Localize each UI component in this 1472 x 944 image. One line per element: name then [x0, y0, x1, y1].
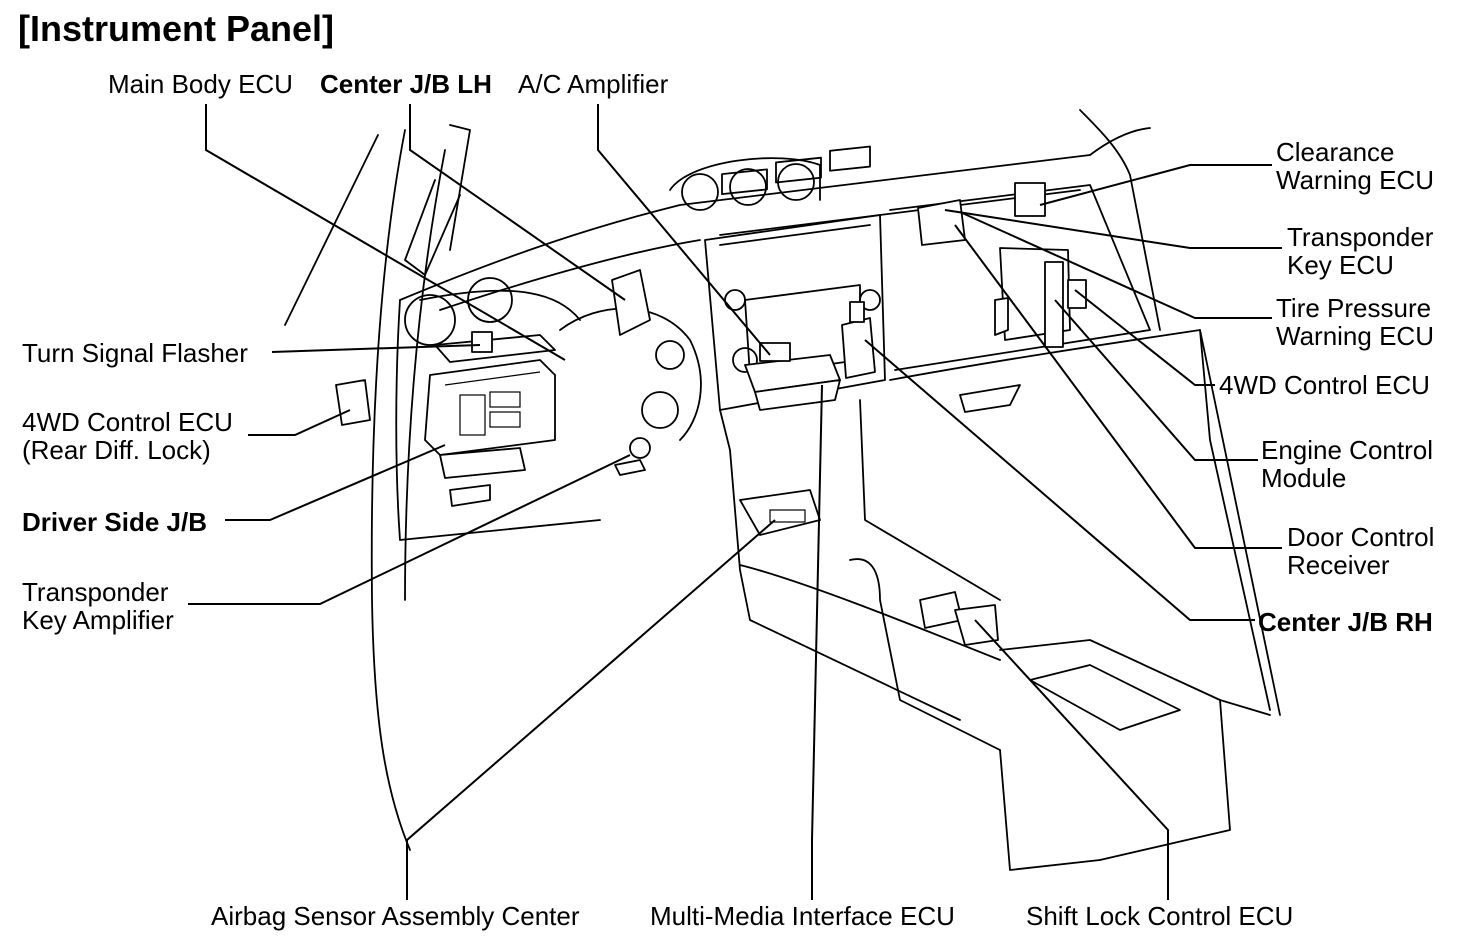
- label-transponder-amp-line1: Transponder: [22, 577, 169, 607]
- label-door-control-line1: Door Control: [1287, 522, 1435, 552]
- leader-4wd-rear: [248, 409, 351, 436]
- label-turn-signal-flasher: Turn Signal Flasher: [22, 338, 248, 368]
- label-transponder-ecu-line2: Key ECU: [1287, 250, 1394, 280]
- label-center-jb-lh: Center J/B LH: [320, 69, 492, 99]
- label-driver-side-jb: Driver Side J/B: [22, 507, 207, 537]
- leader-transponder-amp: [188, 454, 631, 605]
- label-clearance-line2: Warning ECU: [1276, 165, 1434, 195]
- label-door-control-line2: Receiver: [1287, 550, 1390, 580]
- leader-tire-pressure: [959, 211, 1272, 319]
- leader-multimedia: [811, 384, 823, 900]
- leader-main-body-ecu: [205, 104, 566, 361]
- label-transponder-ecu-line1: Transponder: [1287, 222, 1434, 252]
- page-title: [Instrument Panel]: [18, 8, 335, 49]
- leader-shift-lock: [974, 619, 1169, 900]
- leader-transponder-ecu: [944, 209, 1282, 249]
- label-multimedia-ecu: Multi-Media Interface ECU: [650, 901, 955, 931]
- label-tire-pressure-line1: Tire Pressure: [1276, 293, 1432, 323]
- label-transponder-amp-line2: Key Amplifier: [22, 605, 174, 635]
- label-engine-control-line2: Module: [1261, 463, 1347, 493]
- label-engine-control-line1: Engine Control: [1261, 435, 1433, 465]
- leader-driver-side-jb: [225, 444, 446, 521]
- leader-4wd-ecu: [1074, 289, 1215, 386]
- label-clearance-line1: Clearance: [1276, 137, 1395, 167]
- label-center-jb-rh: Center J/B RH: [1258, 607, 1433, 637]
- label-main-body-ecu: Main Body ECU: [108, 69, 293, 99]
- leader-ac-amplifier: [597, 104, 771, 356]
- label-ac-amplifier: A/C Amplifier: [518, 69, 669, 99]
- label-tire-pressure-line2: Warning ECU: [1276, 321, 1434, 351]
- label-4wd-rear-line2: (Rear Diff. Lock): [22, 435, 211, 465]
- leader-engine-control: [1054, 299, 1258, 461]
- label-4wd-rear-line1: 4WD Control ECU: [22, 407, 233, 437]
- leader-clearance: [1039, 164, 1272, 206]
- leader-turn-signal: [271, 344, 481, 353]
- label-shift-lock-ecu: Shift Lock Control ECU: [1026, 901, 1294, 931]
- label-4wd-control-ecu: 4WD Control ECU: [1219, 370, 1430, 400]
- leader-airbag: [406, 519, 776, 900]
- leader-center-jb-lh: [409, 104, 626, 301]
- label-airbag-sensor: Airbag Sensor Assembly Center: [211, 901, 580, 931]
- leader-door-control: [954, 224, 1282, 549]
- leader-center-jb-rh: [864, 339, 1255, 621]
